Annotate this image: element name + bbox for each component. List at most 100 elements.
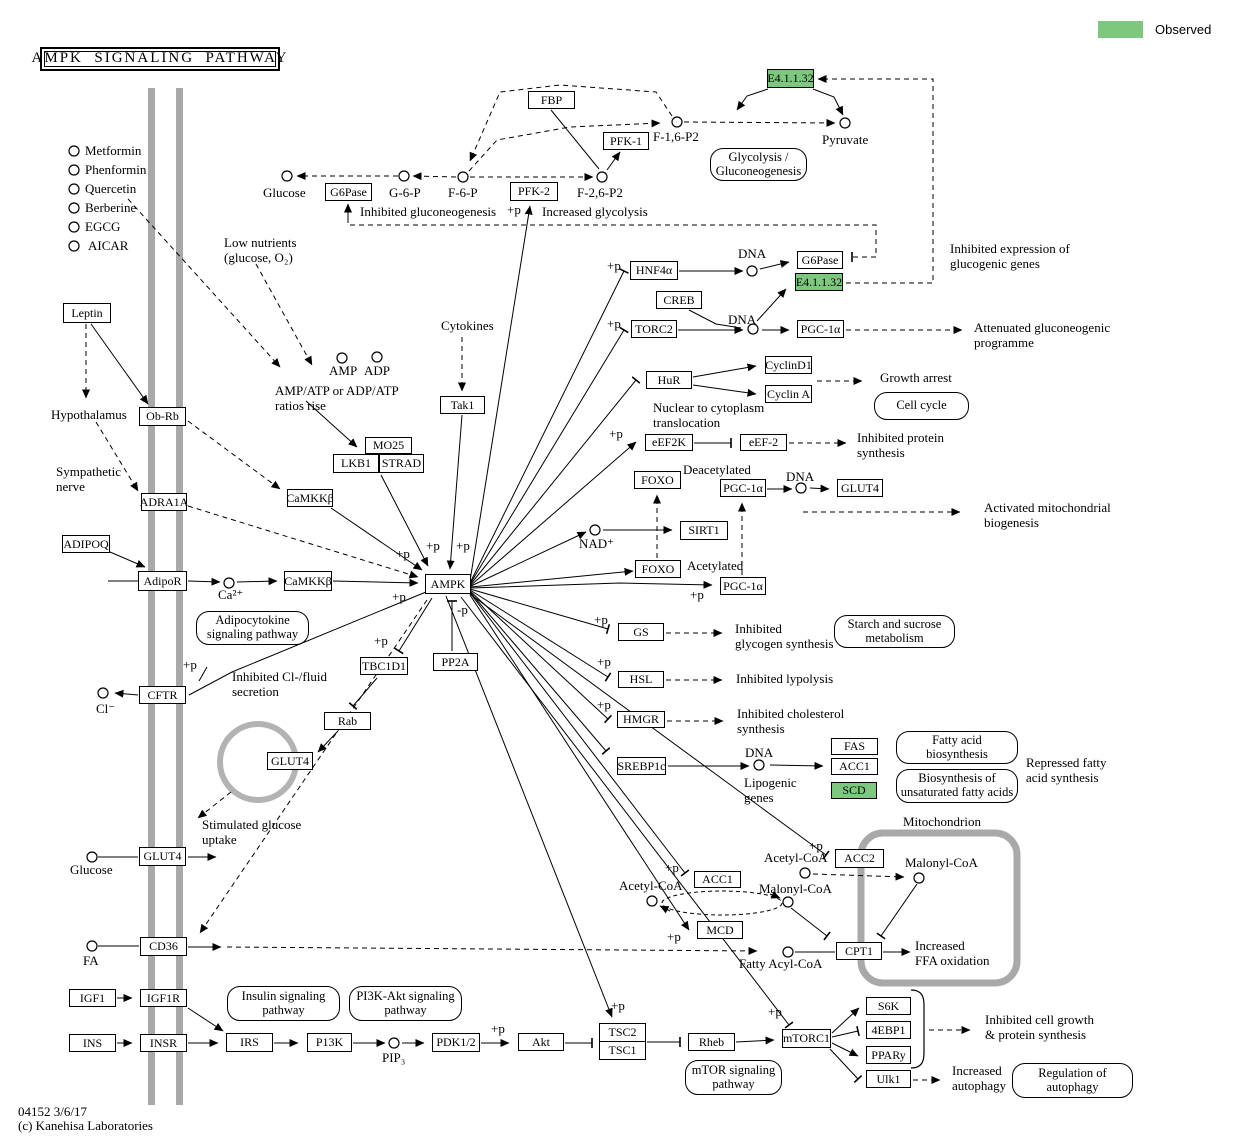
ulk1[interactable]: Ulk1 xyxy=(866,1070,911,1088)
compound-f16p2[interactable] xyxy=(671,116,683,128)
compound-adp[interactable] xyxy=(371,351,383,363)
compound-acetylcoa-cyto[interactable] xyxy=(646,895,658,907)
igf1r[interactable]: IGF1R xyxy=(140,989,187,1007)
regulation-autophagy-pathway[interactable]: Regulation of autophagy xyxy=(1012,1063,1133,1098)
4ebp1[interactable]: 4EBP1 xyxy=(866,1021,911,1039)
hnf4a[interactable]: HNF4α xyxy=(630,261,678,280)
compound-quercetin[interactable] xyxy=(68,183,80,195)
acc2[interactable]: ACC2 xyxy=(835,849,884,868)
leptin[interactable]: Leptin xyxy=(63,303,111,323)
ppary[interactable]: PPARy xyxy=(866,1046,911,1064)
eef2k[interactable]: eEF2K xyxy=(645,434,693,451)
sirt1[interactable]: SIRT1 xyxy=(680,521,728,540)
compound-fatty-acylcoa[interactable] xyxy=(782,946,794,958)
dna-node-1[interactable] xyxy=(746,265,758,277)
obrb[interactable]: Ob-Rb xyxy=(139,407,186,426)
compound-aicar[interactable] xyxy=(68,240,80,252)
compound-malonylcoa-cyto[interactable] xyxy=(782,896,794,908)
compound-glucose-top[interactable] xyxy=(281,170,293,182)
ampk[interactable]: AMPK xyxy=(425,574,471,594)
e41132-top[interactable]: E4.1.1.32 xyxy=(767,69,814,88)
rheb[interactable]: Rheb xyxy=(688,1033,735,1051)
hmgr[interactable]: HMGR xyxy=(617,711,665,728)
compound-pip3[interactable] xyxy=(388,1037,400,1049)
srebp1c[interactable]: SREBP1c xyxy=(617,757,666,775)
tbc1d1[interactable]: TBC1D1 xyxy=(360,657,408,675)
fatty-acid-bio-pathway[interactable]: Fatty acid biosynthesis xyxy=(896,731,1018,764)
gs[interactable]: GS xyxy=(618,623,664,641)
glycolysis-pathway[interactable]: Glycolysis / Gluconeogenesis xyxy=(710,148,807,181)
pfk2[interactable]: PFK-2 xyxy=(510,182,558,201)
akt[interactable]: Akt xyxy=(518,1033,564,1051)
glut4-gene[interactable]: GLUT4 xyxy=(837,479,883,497)
insulin-pathway[interactable]: Insulin signaling pathway xyxy=(227,986,340,1021)
pgc1a-deacet[interactable]: PGC-1α xyxy=(720,479,766,497)
starch-pathway[interactable]: Starch and sucrose metabolism xyxy=(834,615,955,648)
camkkb-upper[interactable]: CaMKKβ xyxy=(286,489,334,507)
tak1[interactable]: Tak1 xyxy=(440,396,485,414)
compound-pyruvate[interactable] xyxy=(839,117,851,129)
compound-f6p[interactable] xyxy=(457,171,469,183)
e41132-gene[interactable]: E4.1.1.32 xyxy=(795,273,843,291)
glut4-membrane[interactable]: GLUT4 xyxy=(139,847,186,866)
adipoq[interactable]: ADIPOQ xyxy=(62,535,110,553)
compound-acetylcoa-mito[interactable] xyxy=(799,867,811,879)
fas[interactable]: FAS xyxy=(831,738,878,755)
compound-phenformin[interactable] xyxy=(68,164,80,176)
dna-node-3[interactable] xyxy=(795,482,807,494)
compound-ca2[interactable] xyxy=(223,577,235,589)
pgc1a-gene[interactable]: PGC-1α xyxy=(797,320,844,338)
irs[interactable]: IRS xyxy=(226,1033,273,1052)
cftr[interactable]: CFTR xyxy=(139,686,186,704)
acc1-mito[interactable]: ACC1 xyxy=(694,871,741,888)
compound-fa[interactable] xyxy=(86,940,98,952)
tsc1[interactable]: TSC1 xyxy=(599,1041,646,1060)
adipocytokine-pathway[interactable]: Adipocytokine signaling pathway xyxy=(196,611,309,645)
adra1a[interactable]: ADRA1A xyxy=(140,493,188,511)
mo25[interactable]: MO25 xyxy=(365,437,412,454)
mtor-pathway[interactable]: mTOR signaling pathway xyxy=(685,1060,782,1095)
foxo-deacet[interactable]: FOXO xyxy=(634,471,681,489)
compound-egcg[interactable] xyxy=(68,221,80,233)
unsat-fatty-pathway[interactable]: Biosynthesis of unsaturated fatty acids xyxy=(896,769,1018,803)
compound-f26p2[interactable] xyxy=(596,171,608,183)
pdk12[interactable]: PDK1/2 xyxy=(432,1033,480,1052)
pp2a[interactable]: PP2A xyxy=(433,653,478,671)
foxo-acet[interactable]: FOXO xyxy=(635,560,681,578)
torc2[interactable]: TORC2 xyxy=(631,320,677,338)
compound-glucose-bottom[interactable] xyxy=(86,851,98,863)
compound-amp[interactable] xyxy=(336,352,348,364)
mtorc1[interactable]: mTORC1 xyxy=(782,1029,831,1048)
cpt1[interactable]: CPT1 xyxy=(836,942,882,960)
g6pase-top[interactable]: G6Pase xyxy=(325,183,372,201)
glut4-vesicle[interactable]: GLUT4 xyxy=(267,752,313,770)
dna-node-2[interactable] xyxy=(747,323,759,335)
scd[interactable]: SCD xyxy=(831,782,877,799)
ins[interactable]: INS xyxy=(69,1034,116,1052)
adipor[interactable]: AdipoR xyxy=(138,571,187,591)
compound-metformin[interactable] xyxy=(68,145,80,157)
p13k[interactable]: P13K xyxy=(307,1033,352,1052)
mcd[interactable]: MCD xyxy=(697,921,743,939)
cyclind1[interactable]: CyclinD1 xyxy=(765,356,812,374)
dna-node-4[interactable] xyxy=(753,759,765,771)
eef2[interactable]: eEF-2 xyxy=(740,434,787,451)
acc1-gene[interactable]: ACC1 xyxy=(831,758,878,775)
compound-nad[interactable] xyxy=(589,524,601,536)
pfk1[interactable]: PFK-1 xyxy=(603,132,649,150)
compound-berberine[interactable] xyxy=(68,202,80,214)
igf1[interactable]: IGF1 xyxy=(69,989,116,1007)
rab[interactable]: Rab xyxy=(324,712,371,730)
tsc2[interactable]: TSC2 xyxy=(599,1023,646,1042)
strad[interactable]: STRAD xyxy=(379,454,424,473)
compound-cl[interactable] xyxy=(97,687,109,699)
pgc1a-acet[interactable]: PGC-1α xyxy=(720,577,766,595)
cd36[interactable]: CD36 xyxy=(140,937,187,956)
compound-malonylcoa-mito[interactable] xyxy=(913,872,925,884)
hur[interactable]: HuR xyxy=(646,371,692,389)
hsl[interactable]: HSL xyxy=(618,671,664,688)
cyclina[interactable]: Cyclin A xyxy=(765,385,812,403)
pi3k-akt-pathway[interactable]: PI3K-Akt signaling pathway xyxy=(349,986,462,1021)
camkkb-lower[interactable]: CaMKKβ xyxy=(284,571,332,591)
insr[interactable]: INSR xyxy=(140,1034,187,1052)
